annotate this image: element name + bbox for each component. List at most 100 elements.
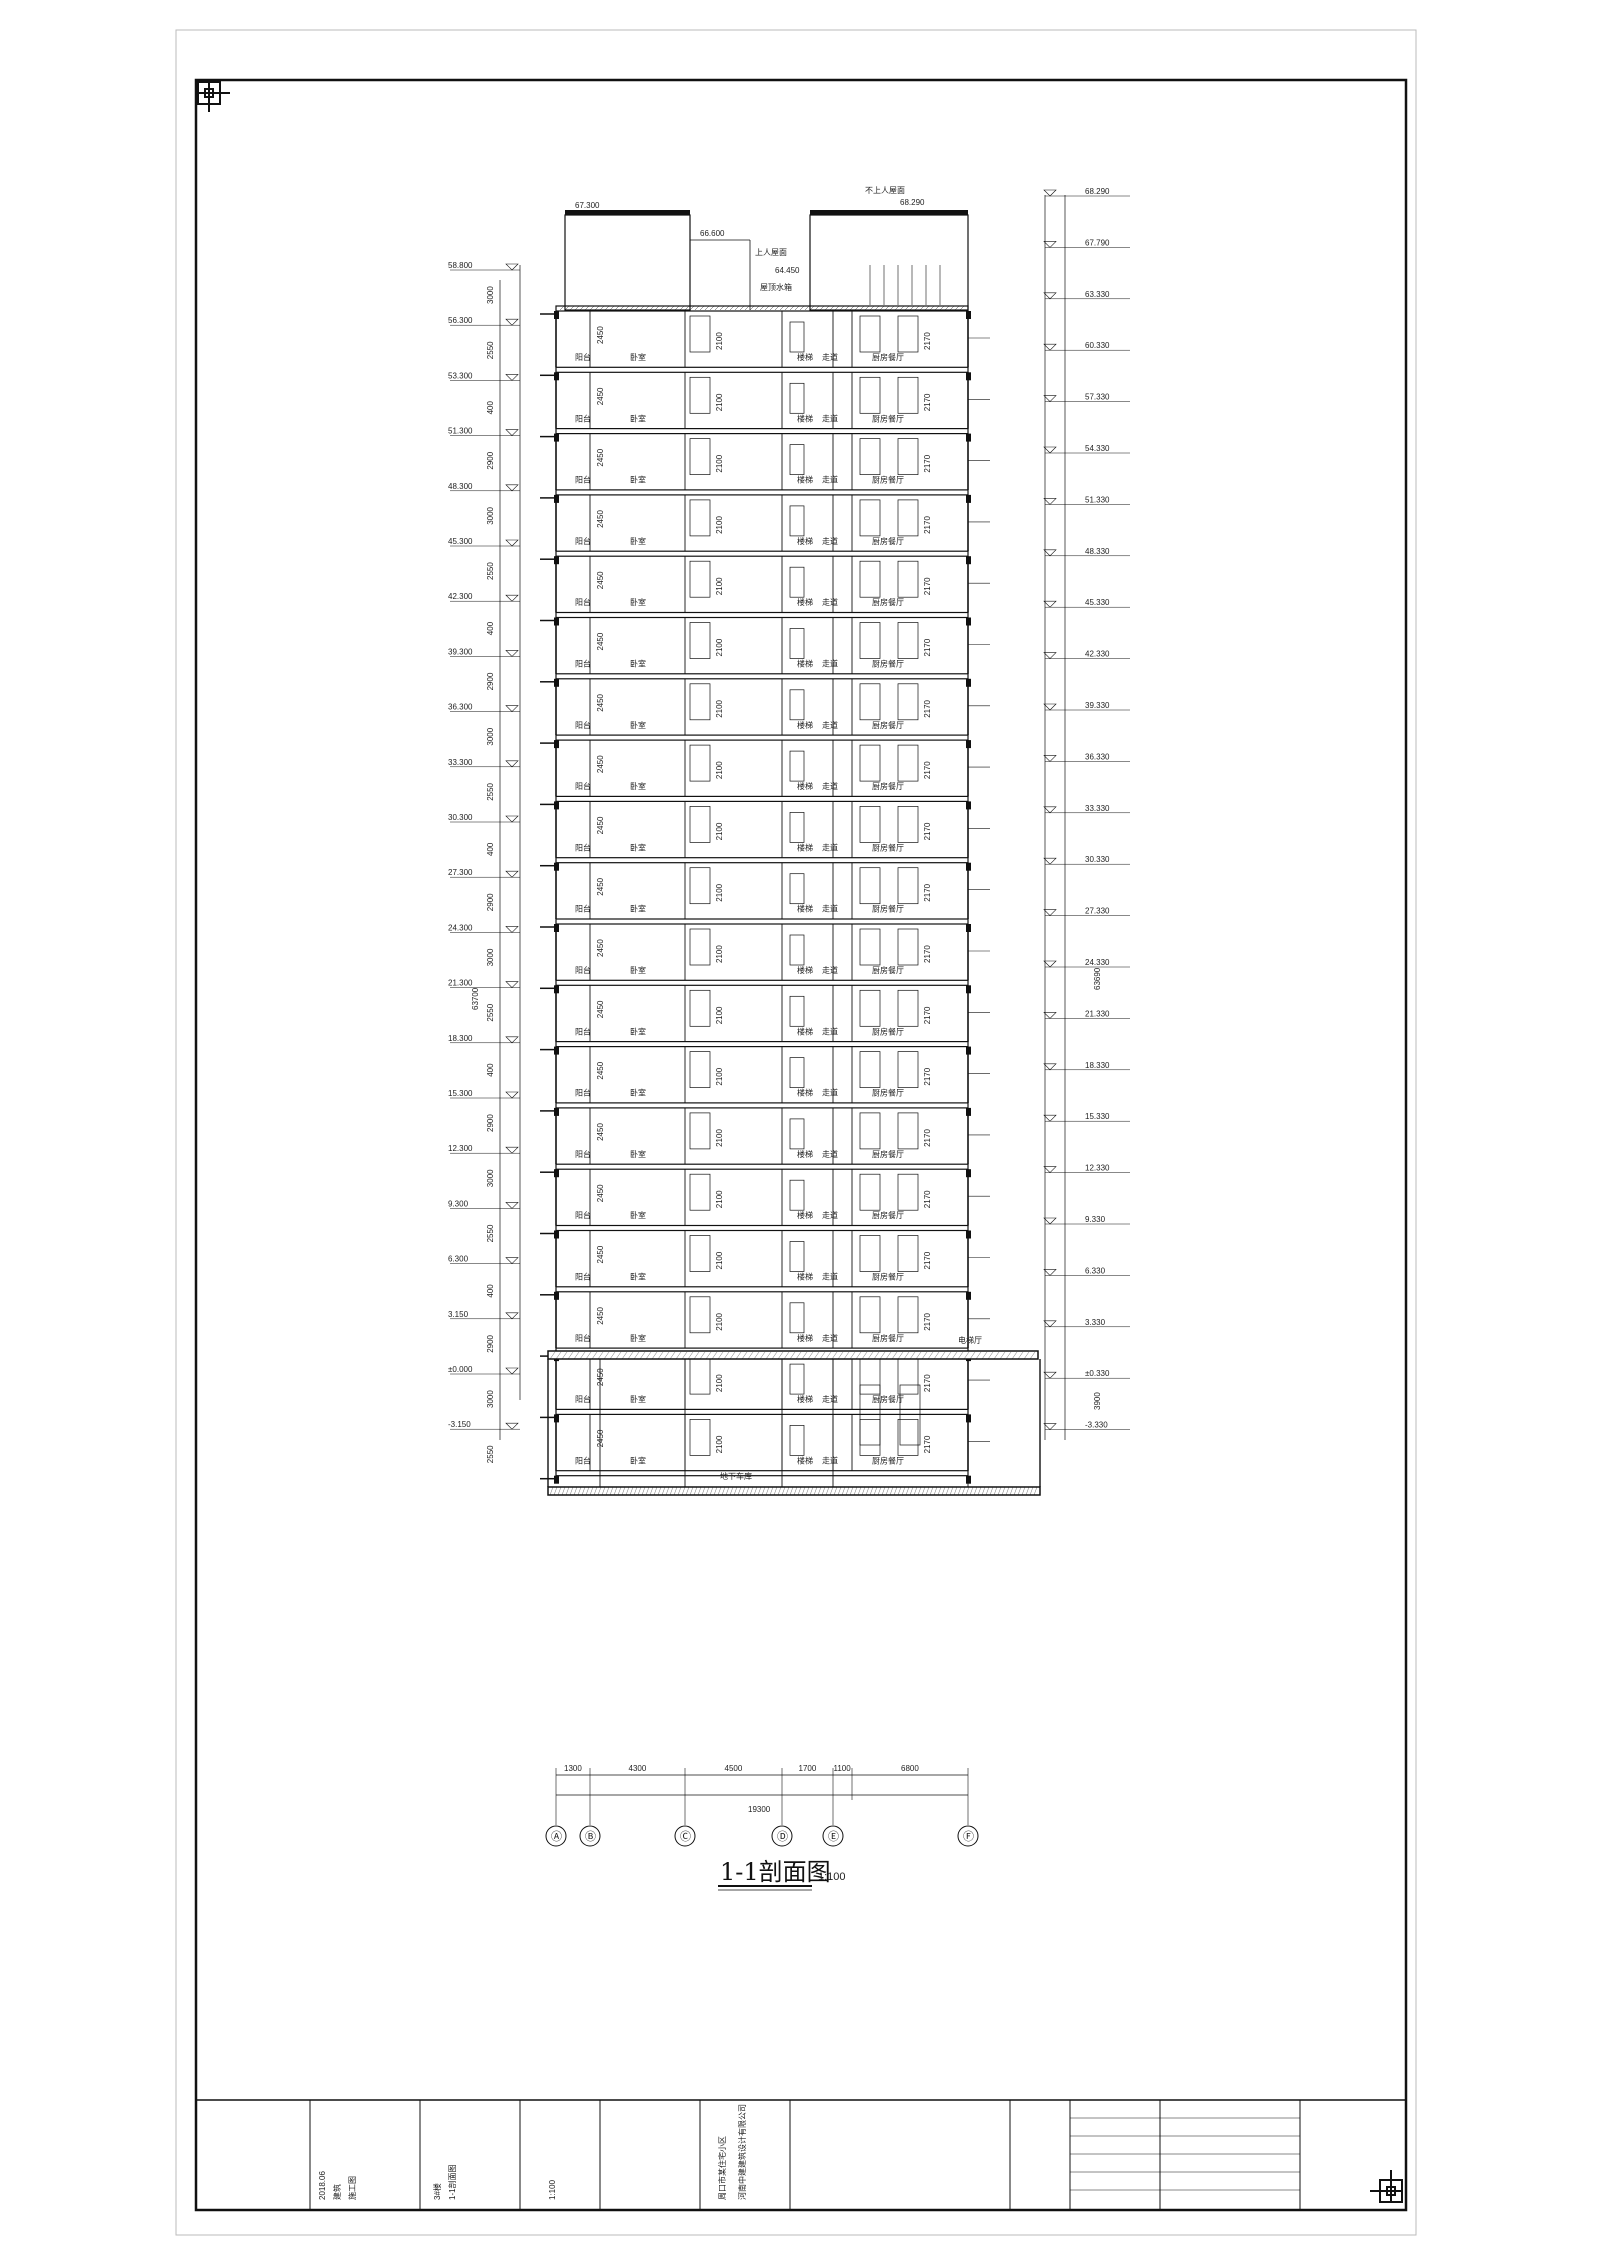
basement-hatch [821, 1486, 826, 1496]
room-height-right: 2170 [923, 1374, 932, 1392]
roof-hatch [574, 305, 580, 311]
slab [555, 1102, 969, 1109]
ground-hatch [993, 1351, 1000, 1360]
roof-hatch [634, 305, 640, 311]
roof-hatch [939, 305, 945, 311]
ground-hatch [951, 1351, 958, 1360]
slab [555, 673, 969, 680]
basement-hatch [793, 1486, 798, 1496]
elev-marker-right [1043, 395, 1057, 403]
roof-hatch [879, 305, 885, 311]
basement-hatch [585, 1486, 590, 1496]
room-height-left: 2450 [596, 632, 605, 650]
window-right-b [897, 989, 919, 1027]
ground-hatch [1011, 1351, 1018, 1360]
basement-hatch [917, 1486, 922, 1496]
slab [555, 1163, 969, 1170]
basement-hatch [613, 1486, 618, 1496]
room-label-kitchen: 厨房餐厅 [872, 352, 904, 362]
door-opening-mid [789, 1118, 805, 1150]
room-label-bedroom: 卧室 [630, 1210, 646, 1220]
room-height-right: 2170 [923, 1251, 932, 1269]
roof-hatch [594, 305, 600, 311]
basement-hatch [1021, 1486, 1026, 1496]
basement-hatch [781, 1486, 786, 1496]
roof-hatch [639, 305, 645, 311]
floor-height-left: 400 [486, 842, 495, 856]
room-label-bedroom: 卧室 [630, 1394, 646, 1404]
roof-hatch [889, 305, 895, 311]
basement-hatch [553, 1486, 558, 1496]
roof-hatch [619, 305, 625, 311]
roof-hatch [704, 305, 710, 311]
roof-hatch [629, 305, 635, 311]
room-label-bedroom: 卧室 [630, 842, 646, 852]
room-height-left: 2450 [596, 571, 605, 589]
basement-hatch [1017, 1486, 1022, 1496]
elev-left-value: 58.800 [448, 261, 473, 270]
window-right-a [859, 1235, 881, 1272]
slab [555, 428, 969, 435]
basement-hatch [977, 1486, 982, 1496]
roof-hatch [844, 305, 850, 311]
door-opening-mid [789, 1363, 805, 1395]
slab [555, 1470, 969, 1477]
ground-hatch [687, 1351, 694, 1360]
roof-hatch [694, 305, 700, 311]
door-opening [689, 499, 711, 537]
room-label-stair: 楼梯 [797, 1088, 813, 1098]
basement-door-b [899, 1384, 921, 1446]
basement-hatch [969, 1486, 974, 1496]
basement-hatch [893, 1486, 898, 1496]
roof-hatch [719, 305, 725, 311]
basement-hatch [753, 1486, 758, 1496]
ground-hatch [681, 1351, 688, 1360]
elev-right-value: 63.330 [1085, 290, 1110, 299]
basement-hatch [889, 1486, 894, 1496]
dim-spacing: 4500 [725, 1764, 743, 1773]
axis-bubble [579, 1825, 601, 1847]
roof-slab-b [810, 210, 968, 215]
room-label-corridor: 走道 [822, 1333, 838, 1343]
window-right-a [859, 806, 881, 843]
basement-hatch [649, 1486, 654, 1496]
roof-elev-a: 67.300 [575, 201, 600, 210]
basement-hatch [577, 1486, 582, 1496]
basement-hatch [1009, 1486, 1014, 1496]
window-right-a [859, 560, 881, 598]
ground-hatch [975, 1351, 982, 1360]
basement-hatch [641, 1486, 646, 1496]
window-right-a [859, 744, 881, 782]
basement-hatch [973, 1486, 978, 1496]
room-height-mid: 2100 [715, 945, 724, 963]
roof-hatch [659, 305, 665, 311]
roof-hatch [624, 305, 630, 311]
elev-marker-right [1043, 498, 1057, 505]
door-opening-mid [789, 812, 805, 843]
door-opening-mid [789, 1302, 805, 1334]
basement-hatch [557, 1486, 562, 1496]
basement-hatch [561, 1486, 566, 1496]
roof-hatch [929, 305, 935, 311]
door-opening-mid [789, 566, 805, 598]
elev-marker-right [1043, 343, 1057, 351]
ground-hatch [831, 1351, 838, 1360]
ground-hatch [549, 1351, 556, 1360]
room-height-mid: 2100 [715, 1435, 724, 1453]
room-label-corridor: 走道 [822, 352, 838, 362]
door-opening-mid [789, 628, 805, 659]
window-right-b [897, 315, 919, 353]
ground-hatch [885, 1351, 892, 1360]
room-label-balcony: 阳台 [575, 1088, 591, 1098]
roof-hatch [909, 305, 915, 311]
room-height-right: 2170 [923, 1067, 932, 1085]
elev-left-value: 21.300 [448, 979, 473, 988]
basement-hatch [837, 1486, 842, 1496]
basement-hatch [877, 1486, 882, 1496]
basement-hatch [685, 1486, 690, 1496]
basement-hatch [669, 1486, 674, 1496]
basement-hatch [657, 1486, 662, 1496]
basement-door-a [859, 1384, 881, 1446]
room-label-bedroom: 卧室 [630, 1026, 646, 1036]
